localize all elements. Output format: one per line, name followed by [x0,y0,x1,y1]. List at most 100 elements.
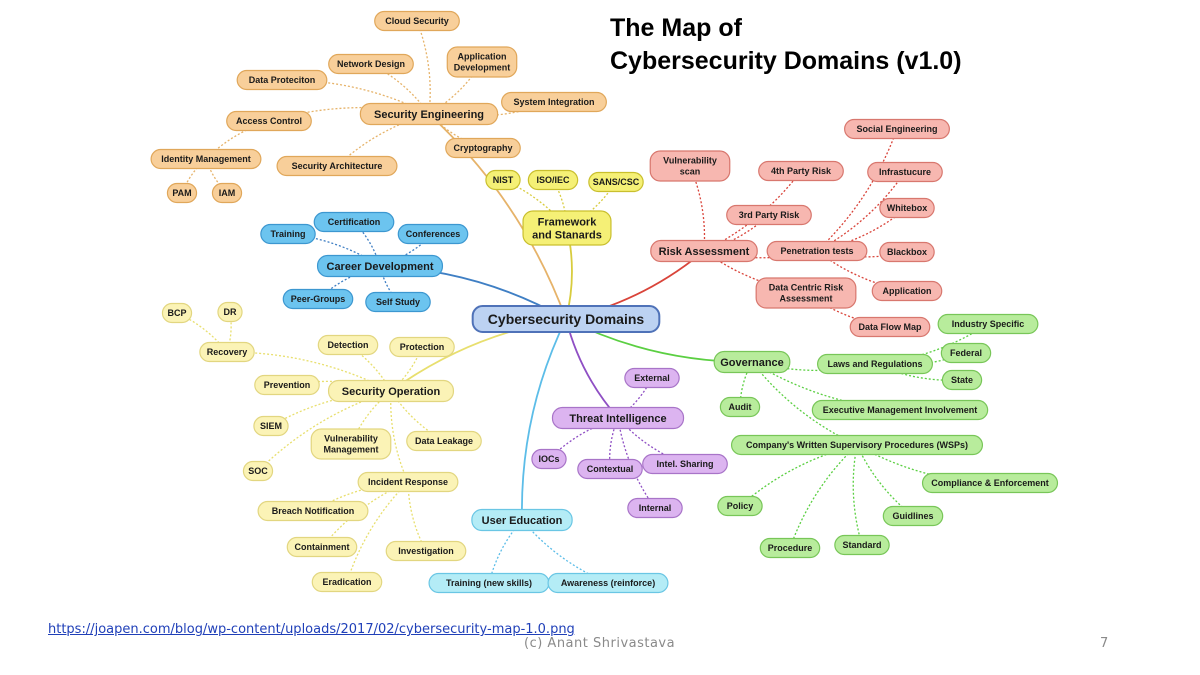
node-label-line: Infrastucure [879,167,931,177]
node-label-line: Investigation [398,546,454,556]
node-indspec: Industry Specific [937,313,1039,335]
edge-so-ir [390,390,409,483]
edge-wsp-std [852,444,863,546]
node-protect: Protection [389,336,455,358]
node-dfm: Data Flow Map [849,316,931,338]
node-sysint: System Integration [501,91,607,113]
node-label-pt: Penetration tests [780,246,853,256]
node-intel: Intel. Sharing [642,453,728,475]
node-label-root: Cybersecurity Domains [488,311,645,327]
node-box-self [365,291,431,313]
node-box-vuln [649,150,731,182]
node-box-dataprot [236,69,328,91]
node-label-line: Compliance & Enforcement [931,478,1049,488]
node-label-crypto: Cryptography [453,143,512,153]
node-box-dleak [406,430,482,452]
node-box-policy [717,495,763,517]
node-label-siem: SIEM [260,421,282,431]
edge-ir-erad [346,481,409,583]
edge-pt-soceng [816,128,898,252]
node-label-line: Standard [842,540,881,550]
node-label-sans: SANS/CSC [593,177,640,187]
node-box-state [941,369,983,391]
node-label-sysint: System Integration [513,97,594,107]
node-siem: SIEM [253,415,289,437]
node-label-line: Federal [950,348,982,358]
node-prevent: Prevention [254,374,320,396]
node-ir: Incident Response [357,471,459,493]
node-label-peer: Peer-Groups [291,294,346,304]
node-box-fw [522,210,612,246]
node-label-dr: DR [224,307,237,317]
node-label-indspec: Industry Specific [952,319,1025,329]
node-audit: Audit [719,396,761,418]
node-root: Cybersecurity Domains [471,305,661,333]
node-label-cd: Career Development [327,261,434,273]
node-label-bcp: BCP [167,308,186,318]
node-label-prevent: Prevention [264,380,311,390]
node-netd: Network Design [328,53,414,75]
node-label-line: Breach Notification [272,506,355,516]
edge-se-secarch [336,113,430,167]
node-white: Whitebox [879,197,935,219]
node-label-line: Training (new skills) [446,578,532,588]
node-box-nist [485,169,521,191]
node-label-line: Training [270,229,305,239]
node-label-line: Management [323,445,378,455]
node-proc: Procedure [759,537,821,559]
node-label-wsp: Company's Written Supervisory Procedures… [746,440,968,450]
node-label-dleak: Data Leakage [415,436,473,446]
node-cd: Career Development [316,254,444,278]
node-breach: Breach Notification [257,500,369,522]
node-fed: Federal [940,342,992,364]
node-label-line: Network Design [337,59,405,69]
node-box-dr [217,301,243,323]
node-box-bcp [161,302,193,324]
node-label-aware: Awareness (reinforce) [561,578,655,588]
node-label-conf: Conferences [406,229,461,239]
node-nist: NIST [485,169,521,191]
node-laws: Laws and Regulations [816,353,933,375]
edge-ra-p4 [703,170,802,252]
node-label-ir: Incident Response [368,477,448,487]
node-box-black [879,241,935,263]
node-box-iso [527,169,579,191]
node-box-cd [316,254,444,278]
node-label-protect: Protection [400,342,445,352]
node-box-pam [166,182,198,204]
node-sans: SANS/CSC [588,171,644,193]
node-ext: External [624,367,680,389]
node-label-netd: Network Design [337,59,405,69]
node-box-dcra [755,277,857,309]
node-internal: Internal [627,497,683,519]
node-label-line: Penetration tests [780,246,853,256]
node-label-cloud: Cloud Security [385,16,449,26]
node-label-line: BCP [167,308,186,318]
node-comp: Compliance & Enforcement [921,472,1059,494]
node-label-line: Data Flow Map [858,322,922,332]
node-label-line: Data Leakage [415,436,473,446]
node-label-nist: NIST [493,175,514,185]
node-label-recovery: Recovery [207,347,248,357]
node-label-line: Security Engineering [374,109,484,121]
node-label-line: Awareness (reinforce) [561,578,655,588]
node-so: Security Operation [327,379,455,403]
node-label-line: ISO/IEC [536,175,570,185]
node-acc: Access Control [226,110,312,132]
node-box-cloud [374,10,460,32]
node-gov: Governance [713,350,791,374]
node-label-secarch: Security Architecture [292,161,383,171]
node-soc: SOC [242,460,274,482]
node-cloud: Cloud Security [374,10,460,32]
source-link[interactable]: https://joapen.com/blog/wp-content/uploa… [48,622,575,637]
node-label-line: DR [224,307,237,317]
node-label-ue: User Education [482,515,563,527]
edge-root-se [428,113,567,320]
node-se: Security Engineering [359,102,499,126]
node-dataprot: Data Proteciton [236,69,328,91]
node-box-se [359,102,499,126]
node-box-iam [211,182,243,204]
node-label-cert: Certification [328,217,381,227]
